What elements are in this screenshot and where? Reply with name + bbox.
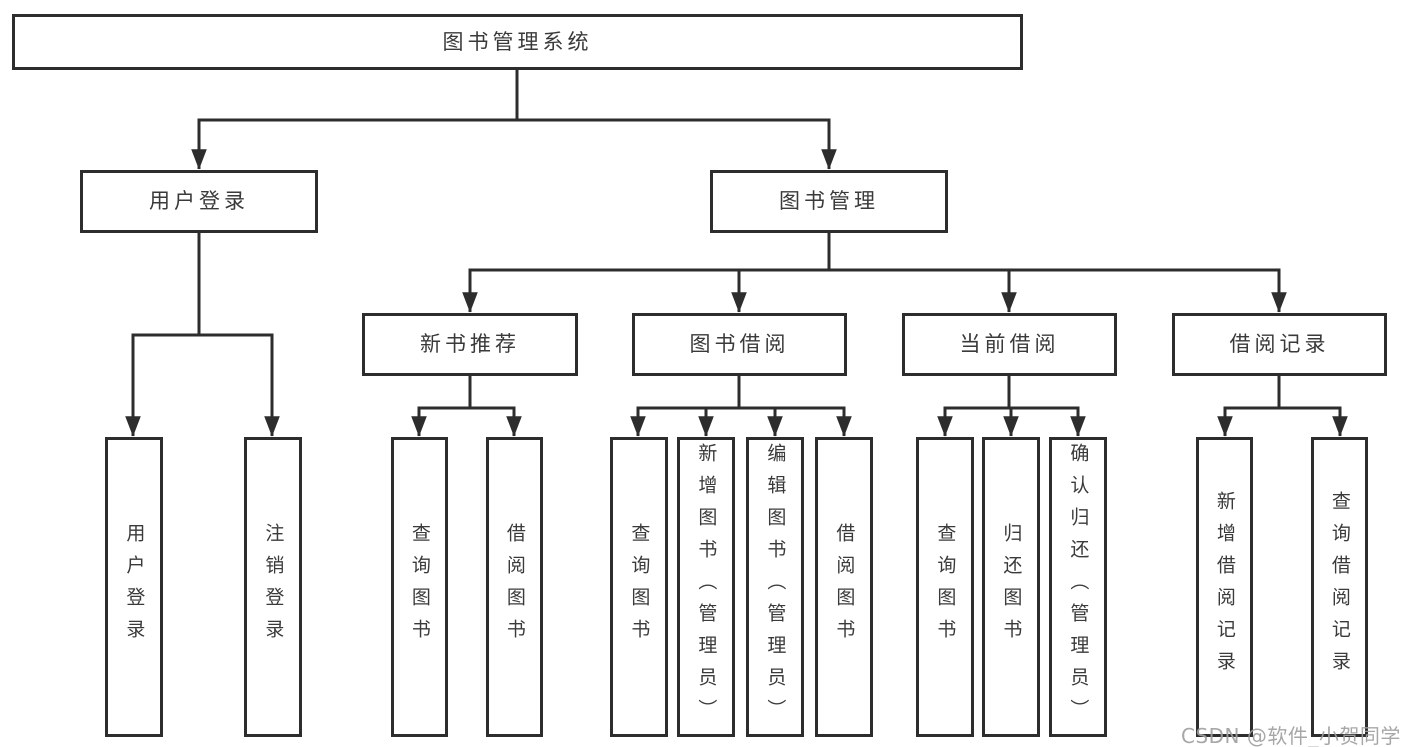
leaf-user-login: 用户登录 <box>105 437 163 737</box>
node-current-borrow: 当前借阅 <box>902 313 1117 376</box>
node-book-management: 图书管理 <box>710 170 948 233</box>
leaf-return-book-label: 归还图书 <box>1000 523 1023 651</box>
leaf-add-borrow-record-label: 新增借阅记录 <box>1213 491 1236 683</box>
node-book-borrow-label: 图书借阅 <box>689 332 790 356</box>
node-library-management-system: 图书管理系统 <box>12 14 1023 70</box>
node-user-login-label: 用户登录 <box>149 189 249 213</box>
leaf-query-books-book-borrow-label: 查询图书 <box>628 523 651 651</box>
leaf-edit-book-admin: 编辑图书（管理员） <box>746 437 804 737</box>
node-user-login: 用户登录 <box>80 170 318 233</box>
leaf-query-books-current-borrow: 查询图书 <box>916 437 974 737</box>
leaf-user-login-label: 用户登录 <box>123 523 146 651</box>
node-borrow-records: 借阅记录 <box>1172 313 1387 376</box>
leaf-query-books-new-book: 查询图书 <box>391 437 448 737</box>
leaf-add-book-admin-label: 新增图书（管理员） <box>695 443 718 731</box>
leaf-query-books-new-book-label: 查询图书 <box>408 523 431 651</box>
leaf-return-book: 归还图书 <box>982 437 1040 737</box>
leaf-add-borrow-record: 新增借阅记录 <box>1196 437 1253 737</box>
leaf-borrow-books-new-book: 借阅图书 <box>486 437 543 737</box>
leaf-confirm-return-admin-label: 确认归还（管理员） <box>1067 443 1090 731</box>
leaf-add-book-admin: 新增图书（管理员） <box>677 437 735 737</box>
node-book-management-label: 图书管理 <box>779 189 879 213</box>
node-library-management-system-label: 图书管理系统 <box>442 29 593 54</box>
node-new-book-recommend-label: 新书推荐 <box>420 332 520 356</box>
leaf-edit-book-admin-label: 编辑图书（管理员） <box>764 443 787 731</box>
leaf-borrow-books-book-borrow-label: 借阅图书 <box>833 523 856 651</box>
leaf-query-books-current-borrow-label: 查询图书 <box>934 523 957 651</box>
leaf-logout: 注销登录 <box>244 437 302 737</box>
leaf-borrow-books-new-book-label: 借阅图书 <box>503 523 526 651</box>
leaf-borrow-books-book-borrow: 借阅图书 <box>815 437 873 737</box>
leaf-query-borrow-record: 查询借阅记录 <box>1311 437 1368 737</box>
leaf-logout-label: 注销登录 <box>262 523 285 651</box>
leaf-query-books-book-borrow: 查询图书 <box>610 437 668 737</box>
node-new-book-recommend: 新书推荐 <box>362 313 578 376</box>
node-book-borrow: 图书借阅 <box>632 313 847 376</box>
node-borrow-records-label: 借阅记录 <box>1229 332 1330 356</box>
node-current-borrow-label: 当前借阅 <box>959 332 1060 356</box>
leaf-query-borrow-record-label: 查询借阅记录 <box>1328 491 1351 683</box>
leaf-confirm-return-admin: 确认归还（管理员） <box>1049 437 1107 737</box>
csdn-watermark: CSDN @软件_小贺同学 <box>1181 724 1401 747</box>
